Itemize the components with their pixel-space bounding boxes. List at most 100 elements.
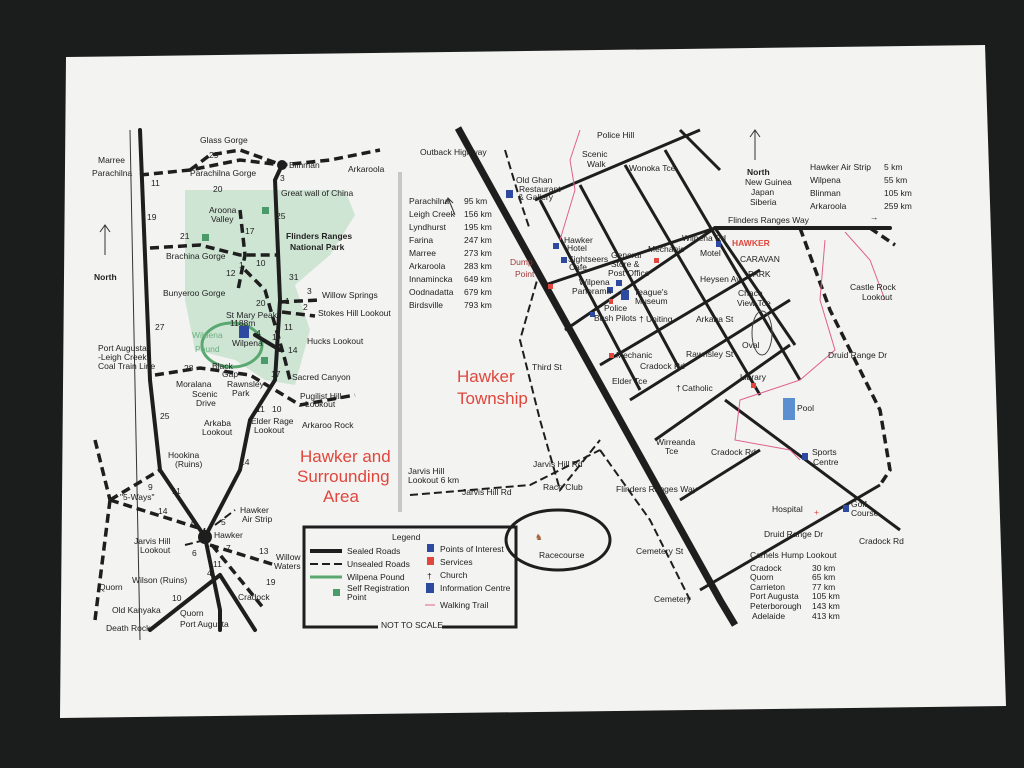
road-number: 27 (155, 322, 165, 332)
self-registration-point (262, 207, 269, 214)
place-label: Blinman (289, 160, 320, 170)
place-label: Scenic (582, 149, 608, 159)
north-destination: Siberia (750, 197, 777, 207)
outback-highway-road (454, 126, 739, 627)
place-label: (Ruins) (175, 459, 203, 469)
place-label: Brachina Gorge (166, 251, 226, 261)
wilpena-pound-outline (200, 321, 264, 369)
place-label: Centre (813, 457, 839, 467)
place-label: Uniting (646, 314, 673, 324)
fold-divider (398, 172, 402, 512)
poi-marker (506, 190, 513, 198)
place-label: Golf (851, 499, 867, 509)
legend-label: Sealed Roads (347, 546, 400, 556)
poi-marker (590, 312, 595, 317)
place-label: Drive (196, 398, 216, 408)
street-label: Flinders Ranges Way (616, 484, 698, 494)
place-label: Bunyeroo Gorge (163, 288, 226, 298)
distance-value: 105 km (812, 591, 840, 601)
place-label: Museum (635, 296, 668, 306)
place-label: Bush Pilots (594, 313, 637, 323)
poi-marker (607, 287, 613, 293)
road-number: 7 (226, 543, 231, 553)
distance-place: Adelaide (752, 611, 785, 621)
left-map-title: Surrounding (297, 467, 390, 486)
place-label: Wilpena (192, 330, 223, 340)
place-label: Sacred Canyon (292, 372, 351, 382)
road-number: 3 (307, 286, 312, 296)
road-number: 28 (184, 363, 194, 373)
distance-place: Peterborough (750, 601, 802, 611)
place-label: Pound (195, 344, 220, 354)
place-label: Jarvis Hill (408, 466, 444, 476)
place-label: Air Strip (242, 514, 273, 524)
place-label: Hawker (564, 235, 593, 245)
road-number: 3 (280, 173, 285, 183)
road-number: 17 (271, 369, 281, 379)
place-label: Waters (274, 561, 301, 571)
place-label: Teague's (634, 287, 668, 297)
distance-place: Oodnadatta (409, 287, 454, 297)
distance-place: Leigh Creek (409, 209, 456, 219)
poi-marker (843, 505, 849, 512)
road-number: 4 (256, 328, 261, 338)
road-cradock (218, 573, 257, 632)
place-label: Sports (812, 447, 837, 457)
road-glass-gorge (188, 148, 283, 172)
distance-place: Quorn (750, 572, 774, 582)
street-label: Wilpena Rd (682, 233, 726, 243)
road-parachilna-gorge (139, 148, 381, 177)
place-label: Lookout (305, 399, 336, 409)
place-label: Mechanic (616, 350, 653, 360)
road-wilpena (203, 163, 284, 539)
place-label: Store & (611, 259, 640, 269)
street-label: Chace (738, 288, 763, 298)
road-number: 25 (160, 411, 170, 421)
place-label: Stokes Hill Lookout (318, 308, 391, 318)
blinman-dot (277, 160, 287, 170)
place-label: -Leigh Creek (98, 352, 147, 362)
place-label: Oval (742, 340, 760, 350)
hospital-cross-icon: + (814, 507, 819, 517)
service-marker (609, 299, 613, 304)
church-icon: † (676, 383, 681, 393)
distance-value: 247 km (464, 235, 492, 245)
road-main-north (138, 128, 222, 632)
street-label: Cradock Rd (711, 447, 756, 457)
right-map-title: Hawker (457, 367, 515, 386)
poi-marker (561, 257, 567, 263)
place-label: Hawker (240, 505, 269, 515)
distance-place: Farina (409, 235, 433, 245)
place-label: Library (740, 372, 767, 382)
distance-value: 156 km (464, 209, 492, 219)
place-label: Coal Train Line (98, 361, 155, 371)
place-label: Moralana (176, 379, 212, 389)
place-label: Wilpena (232, 338, 263, 348)
street-grid-cross (534, 128, 791, 502)
place-label: Willow (276, 552, 301, 562)
place-label: Jarvis Hill (134, 536, 170, 546)
street-label: Third St (532, 362, 562, 372)
place-label: Camels Hump Lookout (750, 550, 837, 560)
place-label: Port Augusta (98, 343, 147, 353)
street-label: Wirreanda (656, 437, 695, 447)
distance-value: 77 km (812, 582, 835, 592)
unsealed-town-roads (409, 149, 691, 601)
distance-value: 5 km (884, 162, 902, 172)
street-label: Rawnsley St (686, 349, 734, 359)
place-label: Dump (510, 257, 533, 267)
pool-icon (783, 398, 795, 420)
place-label: Arkaroola (348, 164, 385, 174)
street-label: Elder Tce (612, 376, 648, 386)
place-label: Mechanic (648, 244, 685, 254)
road-number: 17 (245, 226, 255, 236)
town-labels: Old Ghan Restaurant & Gallery Police Hil… (408, 130, 904, 604)
place-label: Death Rock (106, 623, 151, 633)
cradock-druid-roads (699, 398, 901, 592)
druid-range-dr-unsealed (798, 226, 896, 486)
self-registration-point (202, 234, 209, 241)
distance-value: 65 km (812, 572, 835, 582)
street-label: View Tce (737, 298, 771, 308)
